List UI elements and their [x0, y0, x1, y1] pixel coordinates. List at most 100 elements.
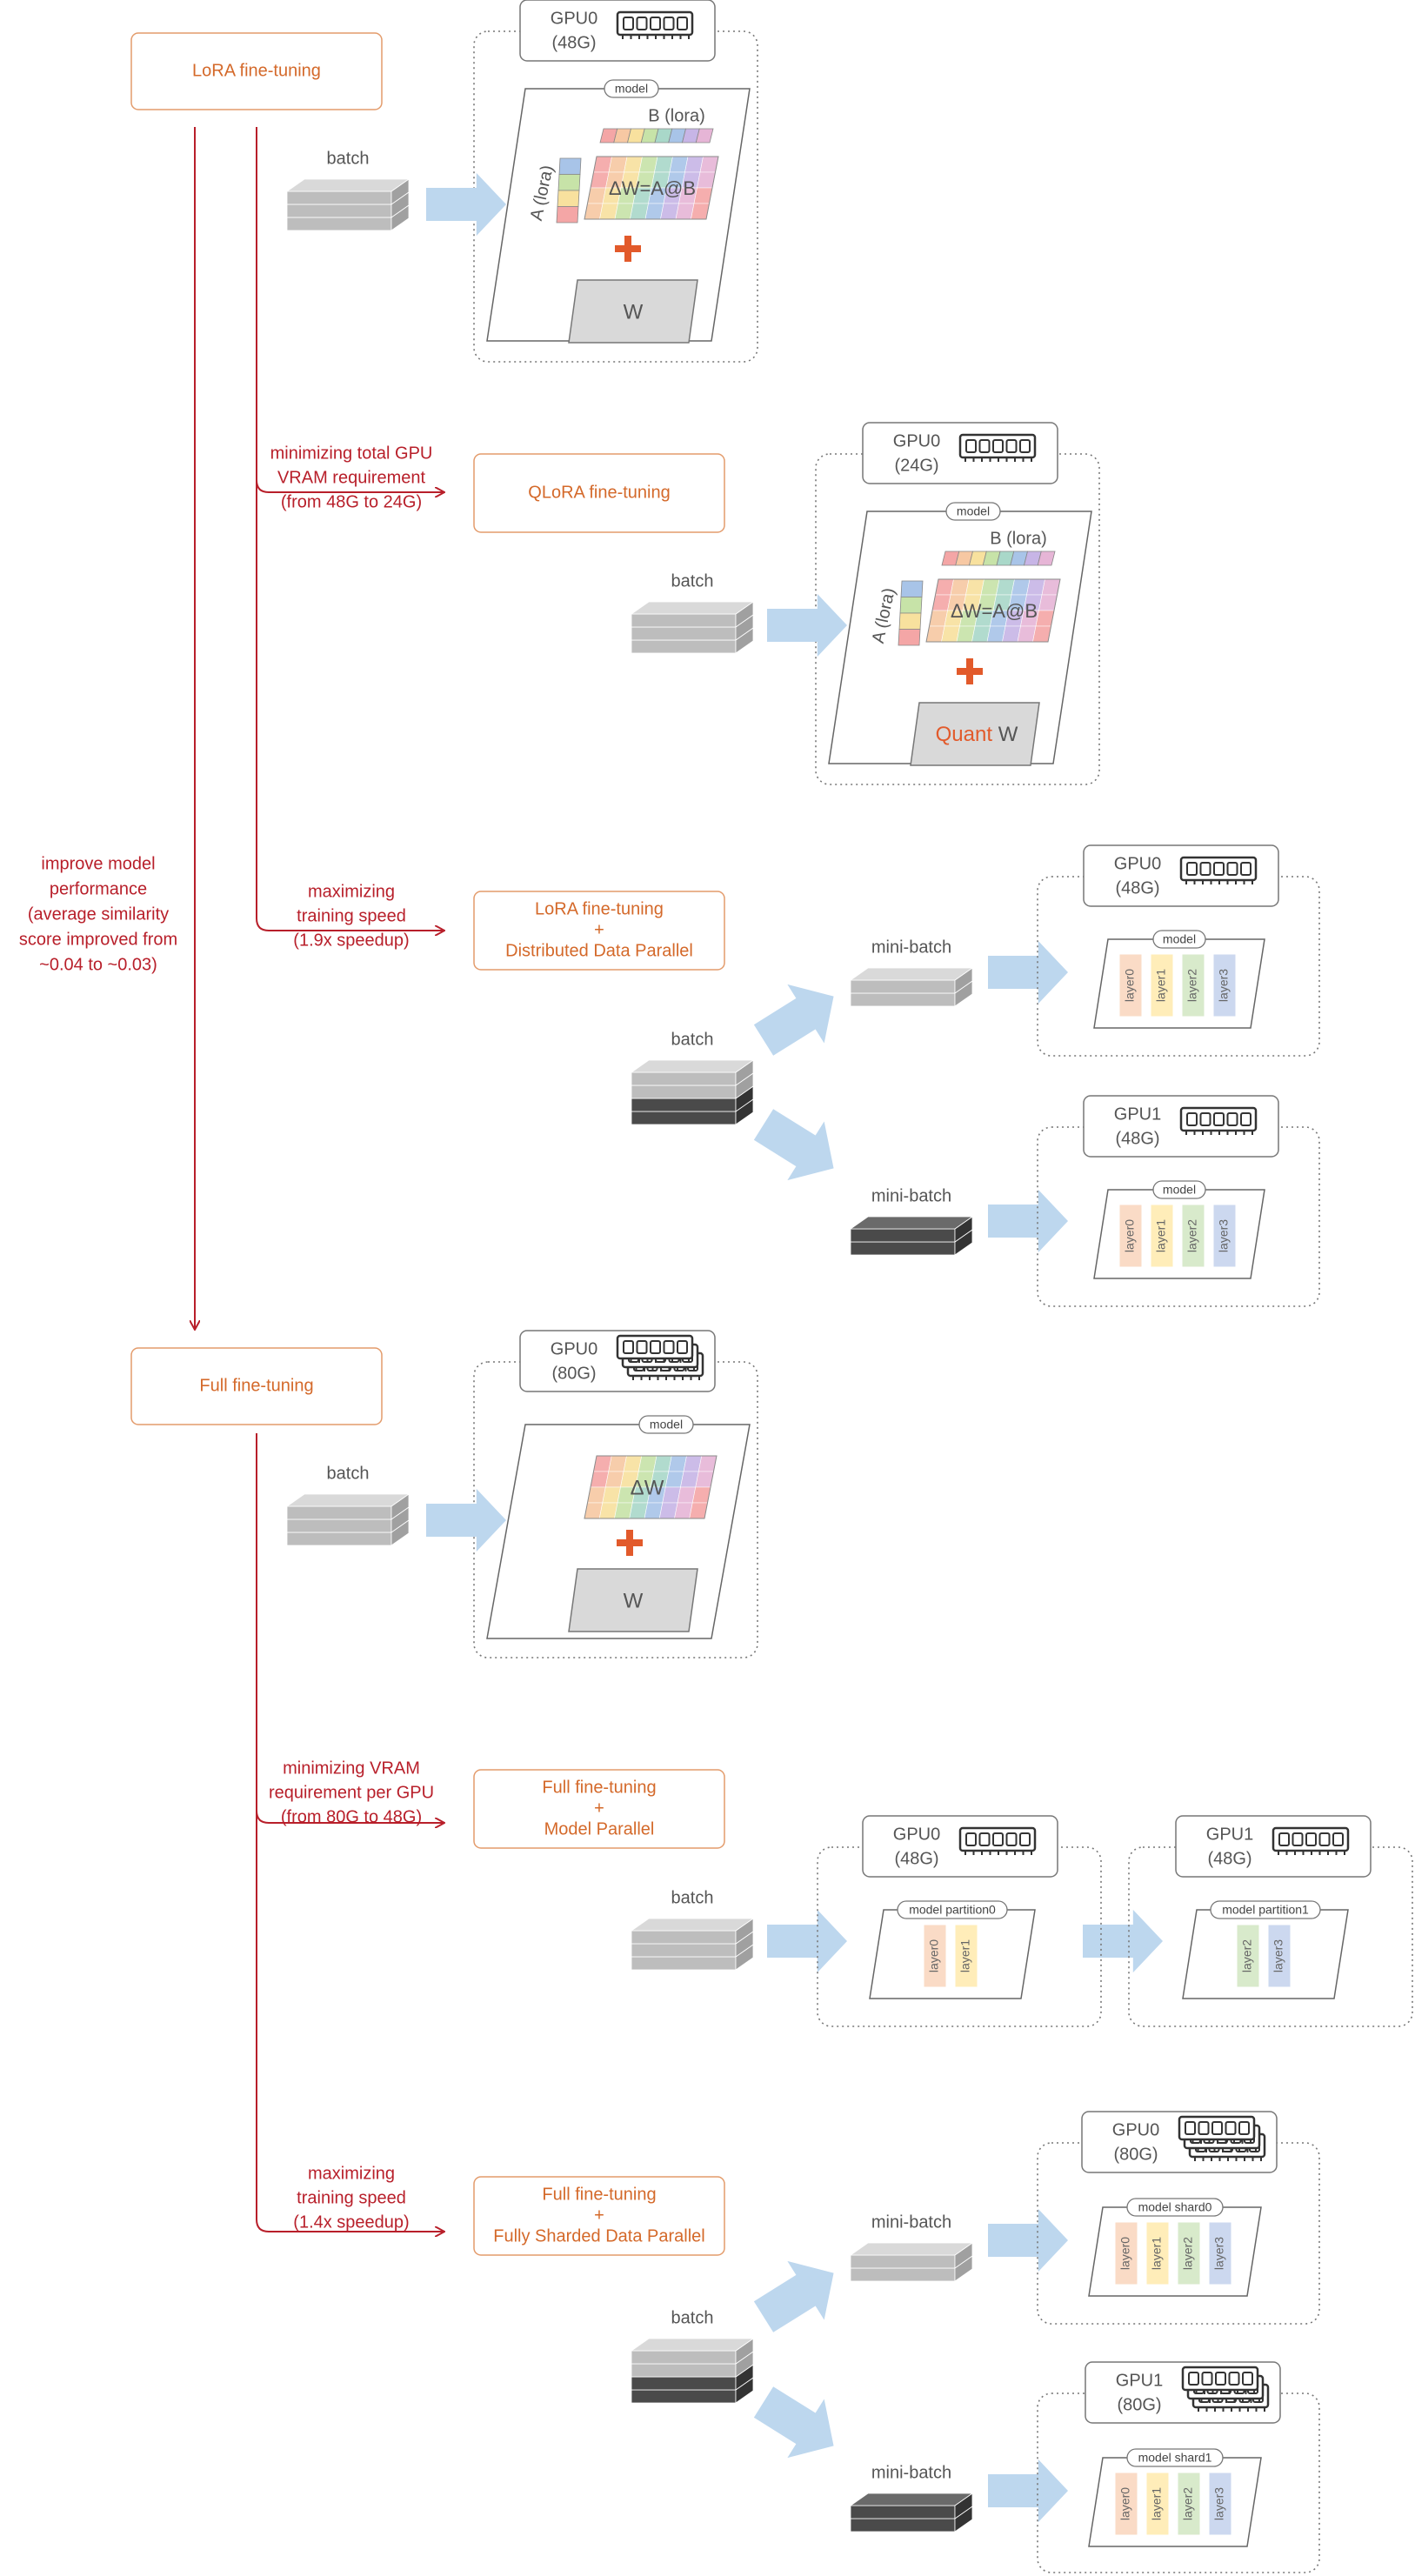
ddp-gpu0-header: GPU0(48G): [1083, 844, 1279, 907]
chip-cell: [1238, 2121, 1250, 2135]
qlora-title-box-text: QLoRA fine-tuning: [528, 483, 670, 502]
model-label: model: [650, 1418, 683, 1431]
layer-block: [1115, 2473, 1138, 2535]
batch-slab: [850, 1241, 956, 1256]
layer-block: [1209, 2473, 1231, 2535]
memory-chip-icon: [1179, 856, 1258, 884]
batch-slab: [286, 1505, 392, 1520]
chip-cell: [1292, 1832, 1304, 1846]
mp-title-box-text: +: [594, 1799, 604, 1818]
chip-cell: [1215, 2372, 1226, 2386]
layer-block: [1182, 1205, 1205, 1267]
a-lora-matrix: [898, 580, 924, 646]
layer-block: [1119, 1205, 1142, 1267]
model-frame: [869, 1909, 1036, 1999]
chip-cell: [1225, 2121, 1237, 2135]
layer-label: layer3: [1217, 969, 1231, 1002]
layer-label: layer2: [1185, 1219, 1199, 1252]
batch-label: mini-batch: [871, 2212, 951, 2232]
gpu-mem: (24G): [894, 456, 938, 475]
fsdp-batch: batch: [630, 2308, 755, 2404]
mp-gpu-to-gpu-arrow: [1083, 1909, 1163, 1973]
chip-cell: [965, 439, 977, 453]
ddp-note-line: training speed: [297, 906, 406, 925]
mp-note-line: requirement per GPU: [269, 1783, 434, 1802]
fsdp-split-arrow-down: [753, 2386, 834, 2459]
layer-label: layer0: [1118, 2487, 1132, 2520]
model-label-border: [1152, 1180, 1206, 1199]
batch-slab: [631, 626, 737, 641]
full-title-box: Full fine-tuning: [130, 1347, 383, 1425]
batch-slab: [286, 190, 392, 205]
chip-cell: [1226, 862, 1238, 876]
layer-block: [1213, 954, 1236, 1017]
model-label-border: [897, 1900, 1008, 1919]
chip-cell: [677, 1340, 688, 1354]
chip-cell: [636, 1340, 648, 1354]
lora-batch-arrow: [426, 172, 506, 237]
gpu-mem: (48G): [551, 33, 596, 52]
improve-note: performance: [50, 879, 147, 898]
ddp-title-box-text: LoRA fine-tuning: [535, 899, 664, 918]
chip-cell: [1005, 1832, 1018, 1846]
chip-cell: [1019, 439, 1031, 453]
layer-label: layer3: [1212, 2237, 1226, 2270]
ddp-minibatch1: mini-batch: [849, 1186, 974, 1256]
mp-gpu0-header: GPU0(48G): [862, 1815, 1058, 1878]
model-label-border: [604, 79, 659, 98]
model-label: model partition0: [909, 1903, 996, 1917]
fsdp-branch-arrow: [256, 1433, 444, 2232]
chip-cell: [1186, 1112, 1198, 1126]
chip-cell: [663, 1340, 675, 1354]
plus-bar-v: [626, 1530, 633, 1556]
chip-cell: [623, 1340, 634, 1354]
batch-slab: [631, 613, 737, 628]
batch-slab-top: [285, 178, 410, 192]
batch-slab: [631, 2376, 737, 2391]
batch-label: mini-batch: [871, 1186, 951, 1205]
gpu-name: GPU0: [1112, 2120, 1159, 2139]
chip-cell: [1242, 2372, 1253, 2386]
chip-cell: [1318, 1832, 1331, 1846]
chip-cell: [1201, 2372, 1213, 2386]
model-frame: [1088, 2206, 1262, 2297]
layer-label: layer3: [1212, 2487, 1226, 2520]
layer-block: [1115, 2222, 1138, 2285]
w-matrix: [910, 702, 1040, 766]
gpu-name: GPU0: [551, 9, 597, 28]
mp-title-box-text: Model Parallel: [544, 1819, 655, 1839]
model-label: model shard1: [1138, 2451, 1212, 2465]
qlora-note-line: (from 48G to 24G): [281, 492, 422, 511]
model-label-border: [1210, 1900, 1321, 1919]
batch-slab: [631, 1943, 737, 1958]
layer-label: layer1: [1150, 2487, 1164, 2520]
lora-gpu-container: [473, 30, 758, 363]
b-lora-matrix: [941, 551, 1056, 566]
layer-block: [1268, 1925, 1291, 1987]
batch-slab: [850, 2267, 956, 2282]
chip-cell: [650, 1340, 661, 1354]
batch-slab: [286, 1518, 392, 1533]
batch-label: batch: [671, 571, 714, 591]
chip-cell: [1278, 1832, 1290, 1846]
batch-slab: [850, 2505, 956, 2519]
gpu-name: GPU0: [893, 1825, 940, 1844]
ddp-minibatch0: mini-batch: [849, 938, 974, 1007]
chip-cell: [992, 1832, 1004, 1846]
delta-w-matrix: [584, 156, 719, 220]
chip-cell: [1211, 2121, 1223, 2135]
gpu-name: GPU1: [1206, 1825, 1253, 1844]
memory-chip-icon: [616, 10, 694, 39]
layer-block: [1119, 954, 1142, 1017]
fsdp-note-line: (1.4x speedup): [293, 2212, 409, 2232]
ddp-title-box-border: [473, 891, 725, 971]
gpu-mem: (80G): [1117, 2395, 1161, 2414]
improve-note: score improved from: [19, 930, 177, 949]
batch-slab-top: [630, 601, 755, 615]
model-label-border: [1126, 2198, 1224, 2217]
gpu-mem: (48G): [1115, 878, 1159, 898]
batch-slab: [850, 992, 956, 1007]
